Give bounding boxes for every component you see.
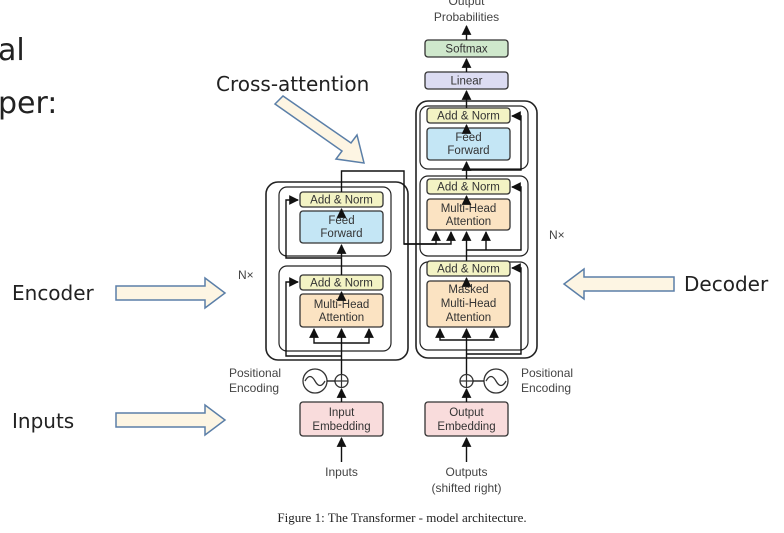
decoder-arrow <box>562 267 675 301</box>
decoder-label: Decoder <box>684 272 769 296</box>
output-embedding-label-2: Embedding <box>437 421 495 433</box>
masked-label-3: Attention <box>446 312 491 324</box>
decoder-ff-label-1: Feed <box>455 132 481 144</box>
decoder-mha-label-2: Attention <box>446 216 491 228</box>
encoder-ff-sublayer-frame <box>278 186 392 257</box>
cross-attention-arrow <box>273 95 365 164</box>
encoder-mha-label-2: Attention <box>319 312 364 324</box>
softmax-label: Softmax <box>445 44 487 56</box>
decoder-positional-label-2: Encoding <box>521 381 571 395</box>
decoder-add-norm-2 <box>426 178 511 195</box>
decoder-add-norm-3 <box>426 107 511 124</box>
decoder-stack-frame <box>415 100 538 359</box>
output-embedding-label-1: Output <box>449 407 484 419</box>
slide-title-fragment-1: al <box>0 33 25 68</box>
cross-attention-label: Cross-attention <box>216 72 369 96</box>
decoder-positional-label-1: Positional <box>521 366 573 380</box>
decoder-add-norm-1-label: Add & Norm <box>437 264 500 276</box>
encoder-mha-label-1: Multi-Head <box>314 299 370 311</box>
encoder-stack-frame <box>265 181 409 361</box>
encoder-ff-label-2: Forward <box>320 228 362 240</box>
output-probabilities-line1: Output <box>448 0 485 8</box>
slide-title-fragment-2: per: <box>0 86 57 121</box>
inputs-slide-label: Inputs <box>12 409 74 433</box>
decoder-add-norm-1 <box>426 260 511 277</box>
encoder-ff-label-1: Feed <box>328 215 354 227</box>
inputs-arrow <box>115 403 227 437</box>
encoder-attn-sublayer-frame <box>278 265 392 352</box>
decoder-nx-label: N× <box>549 228 565 242</box>
masked-label-2: Multi-Head <box>441 298 497 310</box>
encoder-positional-label-2: Encoding <box>229 381 279 395</box>
masked-label-1: Masked <box>448 284 488 296</box>
encoder-nx-label: N× <box>238 268 254 282</box>
decoder-cross-sublayer-frame <box>419 175 529 257</box>
linear-label: Linear <box>451 76 483 88</box>
inputs-label: Inputs <box>325 465 358 479</box>
outputs-label-2: (shifted right) <box>431 481 501 495</box>
input-embedding-label-1: Input <box>329 407 355 419</box>
decoder-connectors <box>435 25 522 462</box>
encoder-connectors <box>285 170 456 462</box>
output-probabilities-line2: Probabilities <box>434 10 499 24</box>
encoder-label: Encoder <box>12 281 95 305</box>
decoder-ff-label-2: Forward <box>447 145 489 157</box>
decoder-add-norm-2-label: Add & Norm <box>437 182 500 194</box>
encoder-arrow <box>115 276 227 310</box>
decoder-mha-label-1: Multi-Head <box>441 203 497 215</box>
encoder-positional-label-1: Positional <box>229 366 281 380</box>
decoder-add-norm-3-label: Add & Norm <box>437 111 500 123</box>
input-embedding-label-2: Embedding <box>312 421 370 433</box>
decoder-ff-sublayer-frame <box>419 105 529 170</box>
figure-caption: Figure 1: The Transformer - model archit… <box>277 510 526 525</box>
encoder-add-norm-2-label: Add & Norm <box>310 195 373 207</box>
outputs-label-1: Outputs <box>445 465 487 479</box>
encoder-add-norm-1-label: Add & Norm <box>310 278 373 290</box>
